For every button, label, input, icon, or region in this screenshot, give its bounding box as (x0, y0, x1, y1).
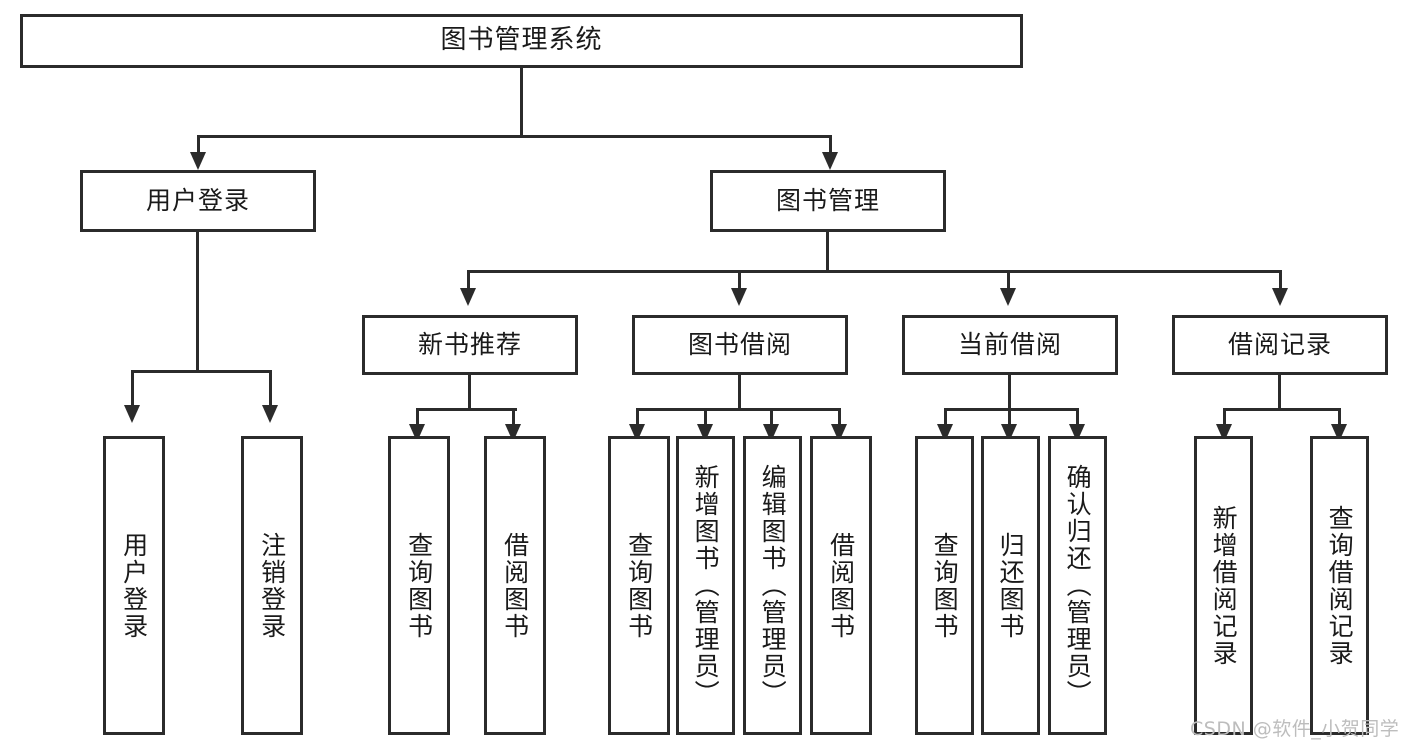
node-user-login[interactable]: 用户登录 (80, 170, 316, 232)
edge-nbr-drop-1 (416, 408, 419, 428)
node-borrow-record[interactable]: 借阅记录 (1172, 315, 1388, 375)
node-label: 确认归还（管理员） (1063, 464, 1093, 707)
edge-br-drop-1 (1223, 408, 1226, 428)
leaf-edit-book[interactable]: 编辑图书（管理员） (743, 436, 802, 735)
edge-bb-drop-2 (704, 408, 707, 428)
leaf-borrow-book-1[interactable]: 借阅图书 (484, 436, 546, 735)
edge-bb-stem (738, 375, 741, 410)
edge-level3-drop-2 (738, 270, 741, 292)
edge-cb-drop-1 (944, 408, 947, 428)
node-label: 图书借阅 (687, 329, 792, 359)
leaf-query-book-1[interactable]: 查询图书 (388, 436, 450, 735)
leaf-query-borrow-record[interactable]: 查询借阅记录 (1310, 436, 1369, 735)
edge-br-drop-2 (1338, 408, 1341, 428)
node-label: 借阅图书 (826, 531, 856, 640)
edge-nbr-stem (468, 375, 471, 410)
edge-level3-drop-3 (1007, 270, 1010, 292)
node-label: 新增借阅记录 (1209, 504, 1239, 667)
edge-bb-drop-3 (770, 408, 773, 428)
edge-user-login-bus (132, 370, 271, 373)
node-book-management[interactable]: 图书管理 (710, 170, 946, 232)
edge-user-login-stem (196, 232, 199, 372)
leaf-add-book[interactable]: 新增图书（管理员） (676, 436, 735, 735)
node-label: 借阅图书 (500, 531, 530, 640)
edge-root-drop-right (829, 135, 832, 157)
node-label: 注销登录 (257, 531, 287, 640)
node-current-borrow[interactable]: 当前借阅 (902, 315, 1118, 375)
edge-cb-bus (945, 408, 1079, 411)
edge-root-stem (520, 68, 523, 135)
edge-level3-bus (468, 270, 1282, 273)
edge-br-stem (1278, 375, 1281, 410)
edge-cb-stem (1008, 375, 1011, 410)
leaf-query-book-2[interactable]: 查询图书 (608, 436, 670, 735)
edge-level3-drop-1 (467, 270, 470, 292)
node-label: 借阅记录 (1227, 329, 1332, 359)
node-label: 用户登录 (145, 185, 250, 215)
arrow-to-book-borrow (731, 288, 747, 306)
node-label: 图书管理系统 (440, 25, 603, 56)
node-new-book-recommend[interactable]: 新书推荐 (362, 315, 578, 375)
edge-root-bus (198, 135, 832, 138)
watermark: CSDN @软件_小贺同学 (1190, 718, 1400, 740)
leaf-logout-login[interactable]: 注销登录 (241, 436, 303, 735)
node-label: 用户登录 (119, 531, 149, 640)
edge-br-bus (1224, 408, 1341, 411)
edge-cb-drop-2 (1008, 408, 1011, 428)
edge-bb-drop-4 (838, 408, 841, 428)
edge-user-login-drop-1 (131, 370, 134, 408)
node-root-system[interactable]: 图书管理系统 (20, 14, 1023, 68)
edge-nbr-drop-2 (512, 408, 515, 428)
edge-bb-drop-1 (636, 408, 639, 428)
leaf-return-book[interactable]: 归还图书 (981, 436, 1040, 735)
node-label: 查询图书 (404, 531, 434, 640)
node-label: 查询图书 (930, 531, 960, 640)
arrow-to-leaf-user-login (124, 405, 140, 423)
leaf-borrow-book-2[interactable]: 借阅图书 (810, 436, 872, 735)
arrow-to-current-borrow (1000, 288, 1016, 306)
arrow-to-user-login (190, 152, 206, 170)
node-book-borrow[interactable]: 图书借阅 (632, 315, 848, 375)
edge-user-login-drop-2 (269, 370, 272, 408)
arrow-to-book-management (822, 152, 838, 170)
node-label: 编辑图书（管理员） (758, 464, 788, 707)
leaf-confirm-return[interactable]: 确认归还（管理员） (1048, 436, 1107, 735)
node-label: 新增图书（管理员） (691, 464, 721, 707)
node-label: 新书推荐 (417, 329, 522, 359)
arrow-to-new-book-recommend (460, 288, 476, 306)
leaf-user-login[interactable]: 用户登录 (103, 436, 165, 735)
edge-root-drop-left (197, 135, 200, 157)
leaf-add-borrow-record[interactable]: 新增借阅记录 (1194, 436, 1253, 735)
leaf-query-book-3[interactable]: 查询图书 (915, 436, 974, 735)
edge-cb-drop-3 (1076, 408, 1079, 428)
node-label: 图书管理 (775, 185, 880, 215)
node-label: 当前借阅 (957, 329, 1062, 359)
node-label: 归还图书 (996, 531, 1026, 640)
arrow-to-leaf-logout-login (262, 405, 278, 423)
edge-bb-bus (637, 408, 841, 411)
node-label: 查询图书 (624, 531, 654, 640)
edge-nbr-bus (417, 408, 517, 411)
edge-level3-drop-4 (1279, 270, 1282, 292)
arrow-to-borrow-record (1272, 288, 1288, 306)
edge-book-management-stem (826, 232, 829, 272)
node-label: 查询借阅记录 (1325, 504, 1355, 667)
